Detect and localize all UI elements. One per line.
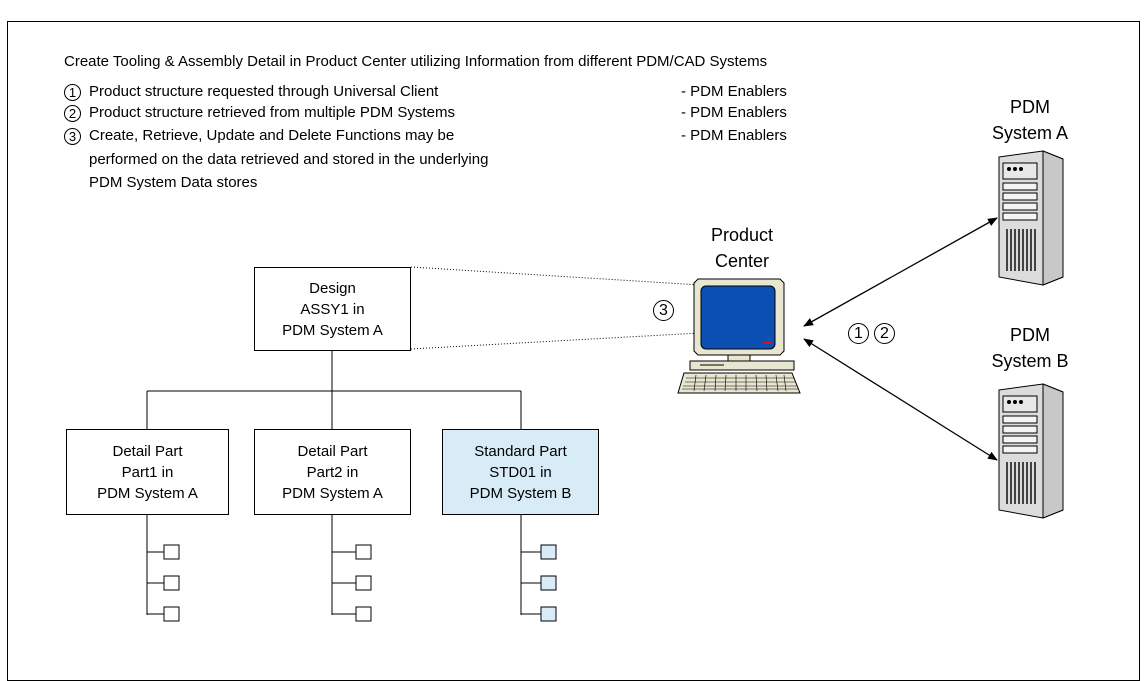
step-tag: - PDM Enablers (681, 83, 787, 100)
step-text-continued: performed on the data retrieved and stor… (89, 151, 489, 168)
connector-lines (146, 217, 998, 622)
box-line: Part2 in (306, 463, 359, 481)
arrow-step-number: 2 (874, 323, 895, 344)
computer-step-number: 3 (653, 300, 674, 321)
server-a-icon (998, 150, 1064, 286)
step-text: Create, Retrieve, Update and Delete Func… (89, 127, 455, 144)
arrow-step-number: 1 (848, 323, 869, 344)
detail-part1-box: Detail Part Part1 in PDM System A (66, 429, 229, 515)
pdm-system-b-label: PDM System B (991, 325, 1069, 371)
step-number: 2 (64, 105, 81, 122)
standard-part-std01-box: Standard Part STD01 in PDM System B (442, 429, 599, 515)
child-node (163, 606, 180, 622)
child-node (163, 544, 180, 560)
pdm-system-a-label: PDM System A (991, 97, 1069, 143)
design-assy1-box: Design ASSY1 in PDM System A (254, 267, 411, 351)
child-node-standard (540, 606, 557, 622)
child-node (355, 544, 372, 560)
box-line: PDM System A (282, 321, 383, 339)
arrow-to-pdm-b (803, 338, 998, 461)
step-tag: - PDM Enablers (681, 104, 787, 121)
child-node (355, 606, 372, 622)
product-center-label: Product Center (710, 225, 774, 271)
step-number: 1 (64, 84, 81, 101)
box-line: STD01 in (489, 463, 552, 481)
step-text: Product structure requested through Univ… (89, 83, 439, 100)
dotted-link-top (410, 266, 701, 286)
arrow-to-pdm-a (803, 217, 998, 327)
step-text: Product structure retrieved from multipl… (89, 104, 455, 121)
box-line: Design (309, 279, 356, 297)
child-node (355, 575, 372, 591)
box-line: Standard Part (474, 442, 567, 460)
box-line: Detail Part (112, 442, 183, 460)
child-node-standard (540, 575, 557, 591)
step-number: 3 (64, 128, 81, 145)
child-node (163, 575, 180, 591)
box-line: Part1 in (121, 463, 174, 481)
detail-part2-box: Detail Part Part2 in PDM System A (254, 429, 411, 515)
diagram-title: Create Tooling & Assembly Detail in Prod… (64, 53, 768, 70)
box-line: ASSY1 in (300, 300, 365, 318)
step-tag: - PDM Enablers (681, 127, 787, 144)
server-b-icon (998, 383, 1064, 519)
box-line: PDM System B (469, 484, 572, 502)
step-text-continued: PDM System Data stores (89, 174, 258, 191)
box-line: Detail Part (297, 442, 368, 460)
computer-icon (677, 278, 801, 394)
box-line: PDM System A (97, 484, 198, 502)
box-line: PDM System A (282, 484, 383, 502)
child-node-standard (540, 544, 557, 560)
dotted-link-bottom (410, 332, 701, 350)
